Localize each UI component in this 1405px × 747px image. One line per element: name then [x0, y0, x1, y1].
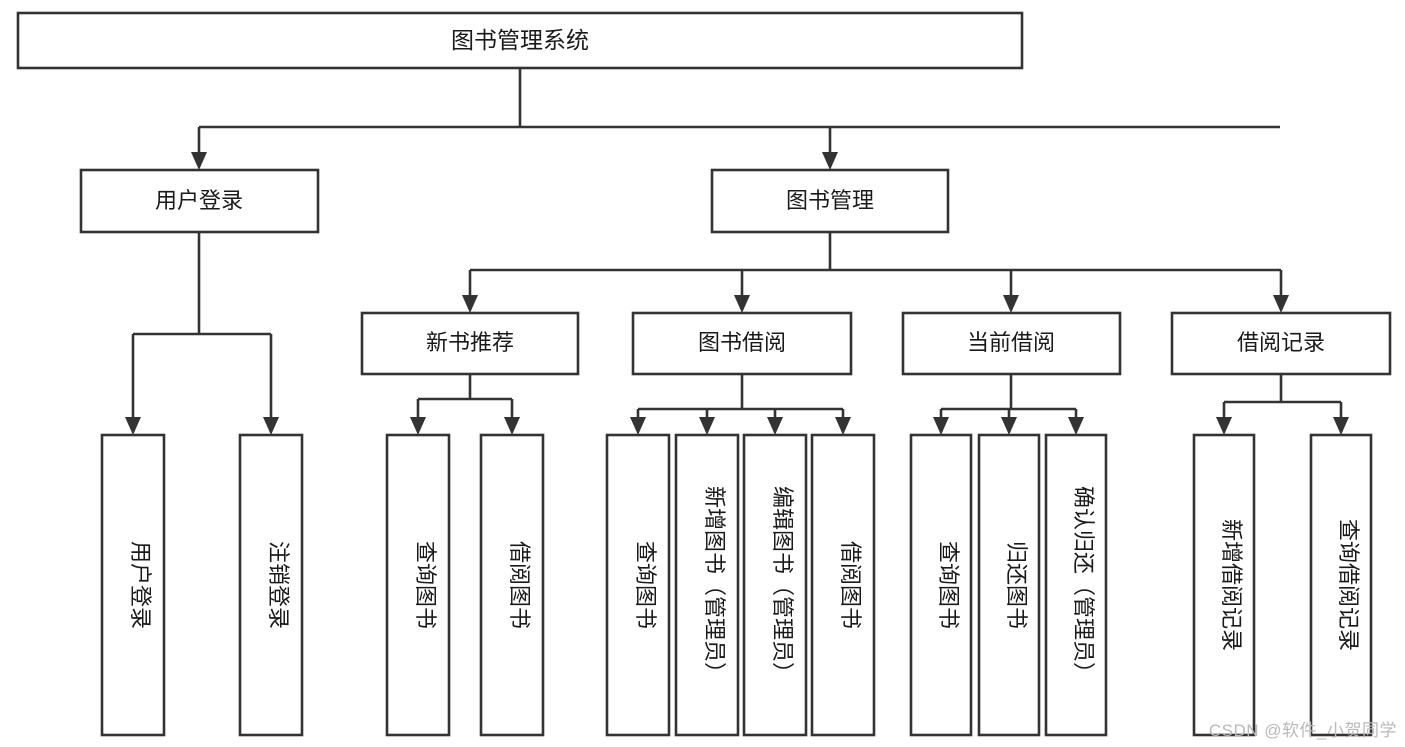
node-current-borrow-label: 当前借阅	[967, 330, 1055, 355]
connector-borrowrecords-to-leaves	[1216, 374, 1349, 435]
node-book-borrow-label: 图书借阅	[698, 330, 786, 355]
leaf-user-login-login-label: 用户登录	[128, 541, 153, 629]
leaf-current-borrow-query-label: 查询图书	[936, 541, 961, 629]
leaf-current-borrow-return[interactable]: 归还图书	[977, 433, 1041, 737]
leaf-book-borrow-edit-label: 编辑图书（管理员）	[770, 486, 795, 684]
leaf-book-borrow-add-label: 新增图书（管理员）	[702, 486, 727, 684]
leaf-user-login-logout[interactable]: 注销登录	[238, 433, 304, 737]
leaf-book-borrow-borrow-label: 借阅图书	[838, 541, 863, 629]
node-root-book-management-system[interactable]: 图书管理系统	[16, 11, 1024, 70]
leaf-new-book-query[interactable]: 查询图书	[385, 433, 451, 737]
node-current-borrow[interactable]: 当前借阅	[901, 311, 1122, 376]
leaf-current-borrow-confirm-return[interactable]: 确认归还（管理员）	[1044, 433, 1108, 737]
node-new-book-recommend-label: 新书推荐	[426, 330, 514, 355]
connector-currentborrow-to-leaves	[933, 374, 1084, 435]
node-new-book-recommend[interactable]: 新书推荐	[360, 311, 580, 376]
node-borrow-records-label: 借阅记录	[1237, 330, 1325, 355]
leaf-user-login-login[interactable]: 用户登录	[100, 433, 166, 737]
leaf-new-book-query-label: 查询图书	[413, 541, 438, 629]
leaf-new-book-borrow-label: 借阅图书	[507, 541, 532, 629]
leaf-borrow-records-add-label: 新增借阅记录	[1219, 519, 1244, 651]
node-book-management-label: 图书管理	[786, 188, 874, 213]
node-root-label: 图书管理系统	[451, 27, 589, 53]
leaf-book-borrow-edit[interactable]: 编辑图书（管理员）	[742, 433, 808, 737]
leaf-new-book-borrow[interactable]: 借阅图书	[479, 433, 545, 737]
leaf-book-borrow-borrow[interactable]: 借阅图书	[810, 433, 876, 737]
leaf-current-borrow-query[interactable]: 查询图书	[909, 433, 973, 737]
leaf-borrow-records-query[interactable]: 查询借阅记录	[1309, 433, 1373, 737]
connector-newbook-to-leaves	[410, 374, 520, 435]
node-borrow-records[interactable]: 借阅记录	[1170, 311, 1392, 376]
leaf-current-borrow-confirm-return-label: 确认归还（管理员）	[1071, 486, 1096, 684]
leaf-borrow-records-query-label: 查询借阅记录	[1336, 519, 1361, 651]
leaf-user-login-logout-label: 注销登录	[266, 541, 291, 629]
connector-root-to-level2	[191, 68, 1280, 170]
leaf-book-borrow-add[interactable]: 新增图书（管理员）	[674, 433, 740, 737]
node-book-borrow[interactable]: 图书借阅	[631, 311, 853, 376]
connector-bookmgmt-to-level3	[462, 232, 1289, 313]
leaf-borrow-records-add[interactable]: 新增借阅记录	[1192, 433, 1256, 737]
connector-bookborrow-to-leaves	[630, 374, 851, 435]
leaf-book-borrow-query[interactable]: 查询图书	[605, 433, 671, 737]
node-user-login-label: 用户登录	[155, 188, 243, 213]
leaf-book-borrow-query-label: 查询图书	[633, 541, 658, 629]
node-user-login[interactable]: 用户登录	[79, 168, 320, 234]
leaf-current-borrow-return-label: 归还图书	[1004, 541, 1029, 629]
node-book-management[interactable]: 图书管理	[710, 168, 950, 234]
connector-userlogin-to-leaves	[125, 232, 279, 435]
